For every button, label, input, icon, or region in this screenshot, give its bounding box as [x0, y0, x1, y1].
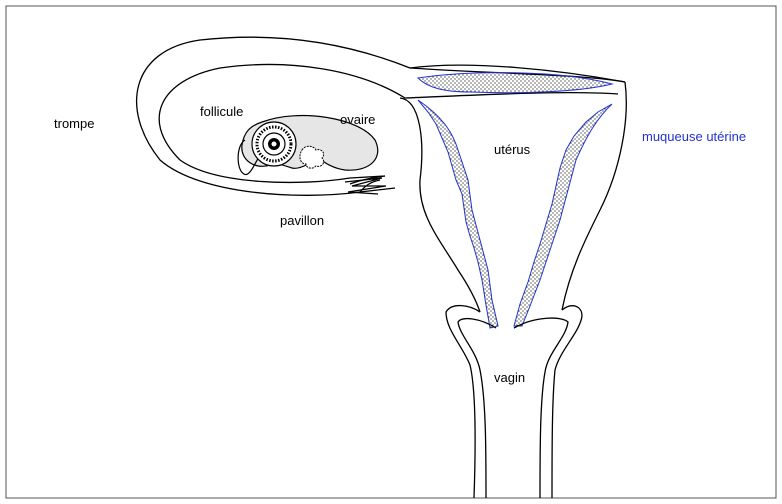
vagina: [446, 306, 582, 498]
diagram-frame: [6, 6, 776, 498]
follicle: [252, 122, 296, 166]
label-follicule: follicule: [200, 104, 243, 119]
label-vagin: vagin: [494, 370, 525, 385]
label-trompe: trompe: [54, 116, 94, 131]
label-uterus: utérus: [494, 142, 530, 157]
label-pavillon: pavillon: [280, 213, 324, 228]
mucosa-left-wall: [418, 100, 498, 328]
uterus-body: [400, 68, 626, 312]
label-ovaire: ovaire: [340, 112, 375, 127]
label-muqueuse-uterine: muqueuse utérine: [642, 129, 746, 144]
